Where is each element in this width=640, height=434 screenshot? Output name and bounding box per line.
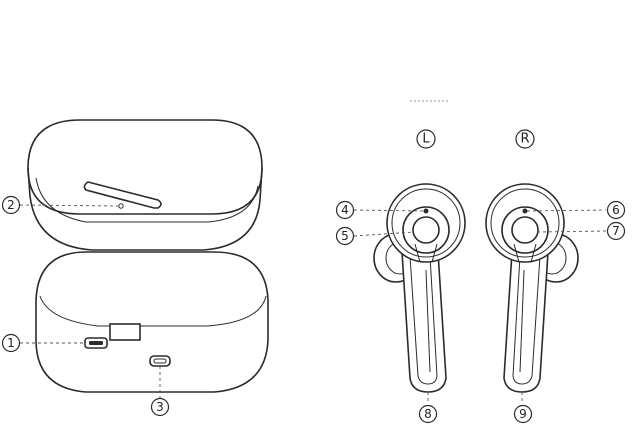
led-bar xyxy=(83,181,162,209)
case-button xyxy=(149,355,171,367)
svg-text:7: 7 xyxy=(612,224,620,238)
svg-text:4: 4 xyxy=(341,203,349,217)
svg-text:6: 6 xyxy=(612,203,620,217)
svg-text:3: 3 xyxy=(156,400,164,414)
callout-9: 9 xyxy=(513,404,533,424)
case-closed xyxy=(27,119,263,251)
callout-8: 8 xyxy=(418,404,438,424)
callout-4: 4 xyxy=(335,200,355,220)
callout-7: 7 xyxy=(606,221,626,241)
svg-text:5: 5 xyxy=(341,229,349,243)
svg-text:R: R xyxy=(520,132,529,147)
callout-3: 3 xyxy=(150,397,170,417)
svg-text:1: 1 xyxy=(7,336,15,350)
svg-text:2: 2 xyxy=(7,198,15,212)
side-label-right: R xyxy=(515,129,535,149)
callout-2: 2 xyxy=(1,195,21,215)
case-base xyxy=(35,251,269,393)
svg-text:L: L xyxy=(422,132,430,147)
svg-text:9: 9 xyxy=(519,407,527,421)
callout-5: 5 xyxy=(335,226,355,246)
svg-text:8: 8 xyxy=(424,407,432,421)
right-earbud xyxy=(485,183,579,393)
side-label-left: L xyxy=(416,129,436,149)
callout-6: 6 xyxy=(606,200,626,220)
leader-2 xyxy=(19,204,120,207)
leader-5 xyxy=(353,231,415,237)
indicator-dot xyxy=(118,203,124,209)
usb-port xyxy=(84,337,108,349)
lid-notch xyxy=(109,323,141,341)
leader-6 xyxy=(526,209,607,212)
left-earbud xyxy=(373,183,466,393)
callout-1: 1 xyxy=(1,333,21,353)
